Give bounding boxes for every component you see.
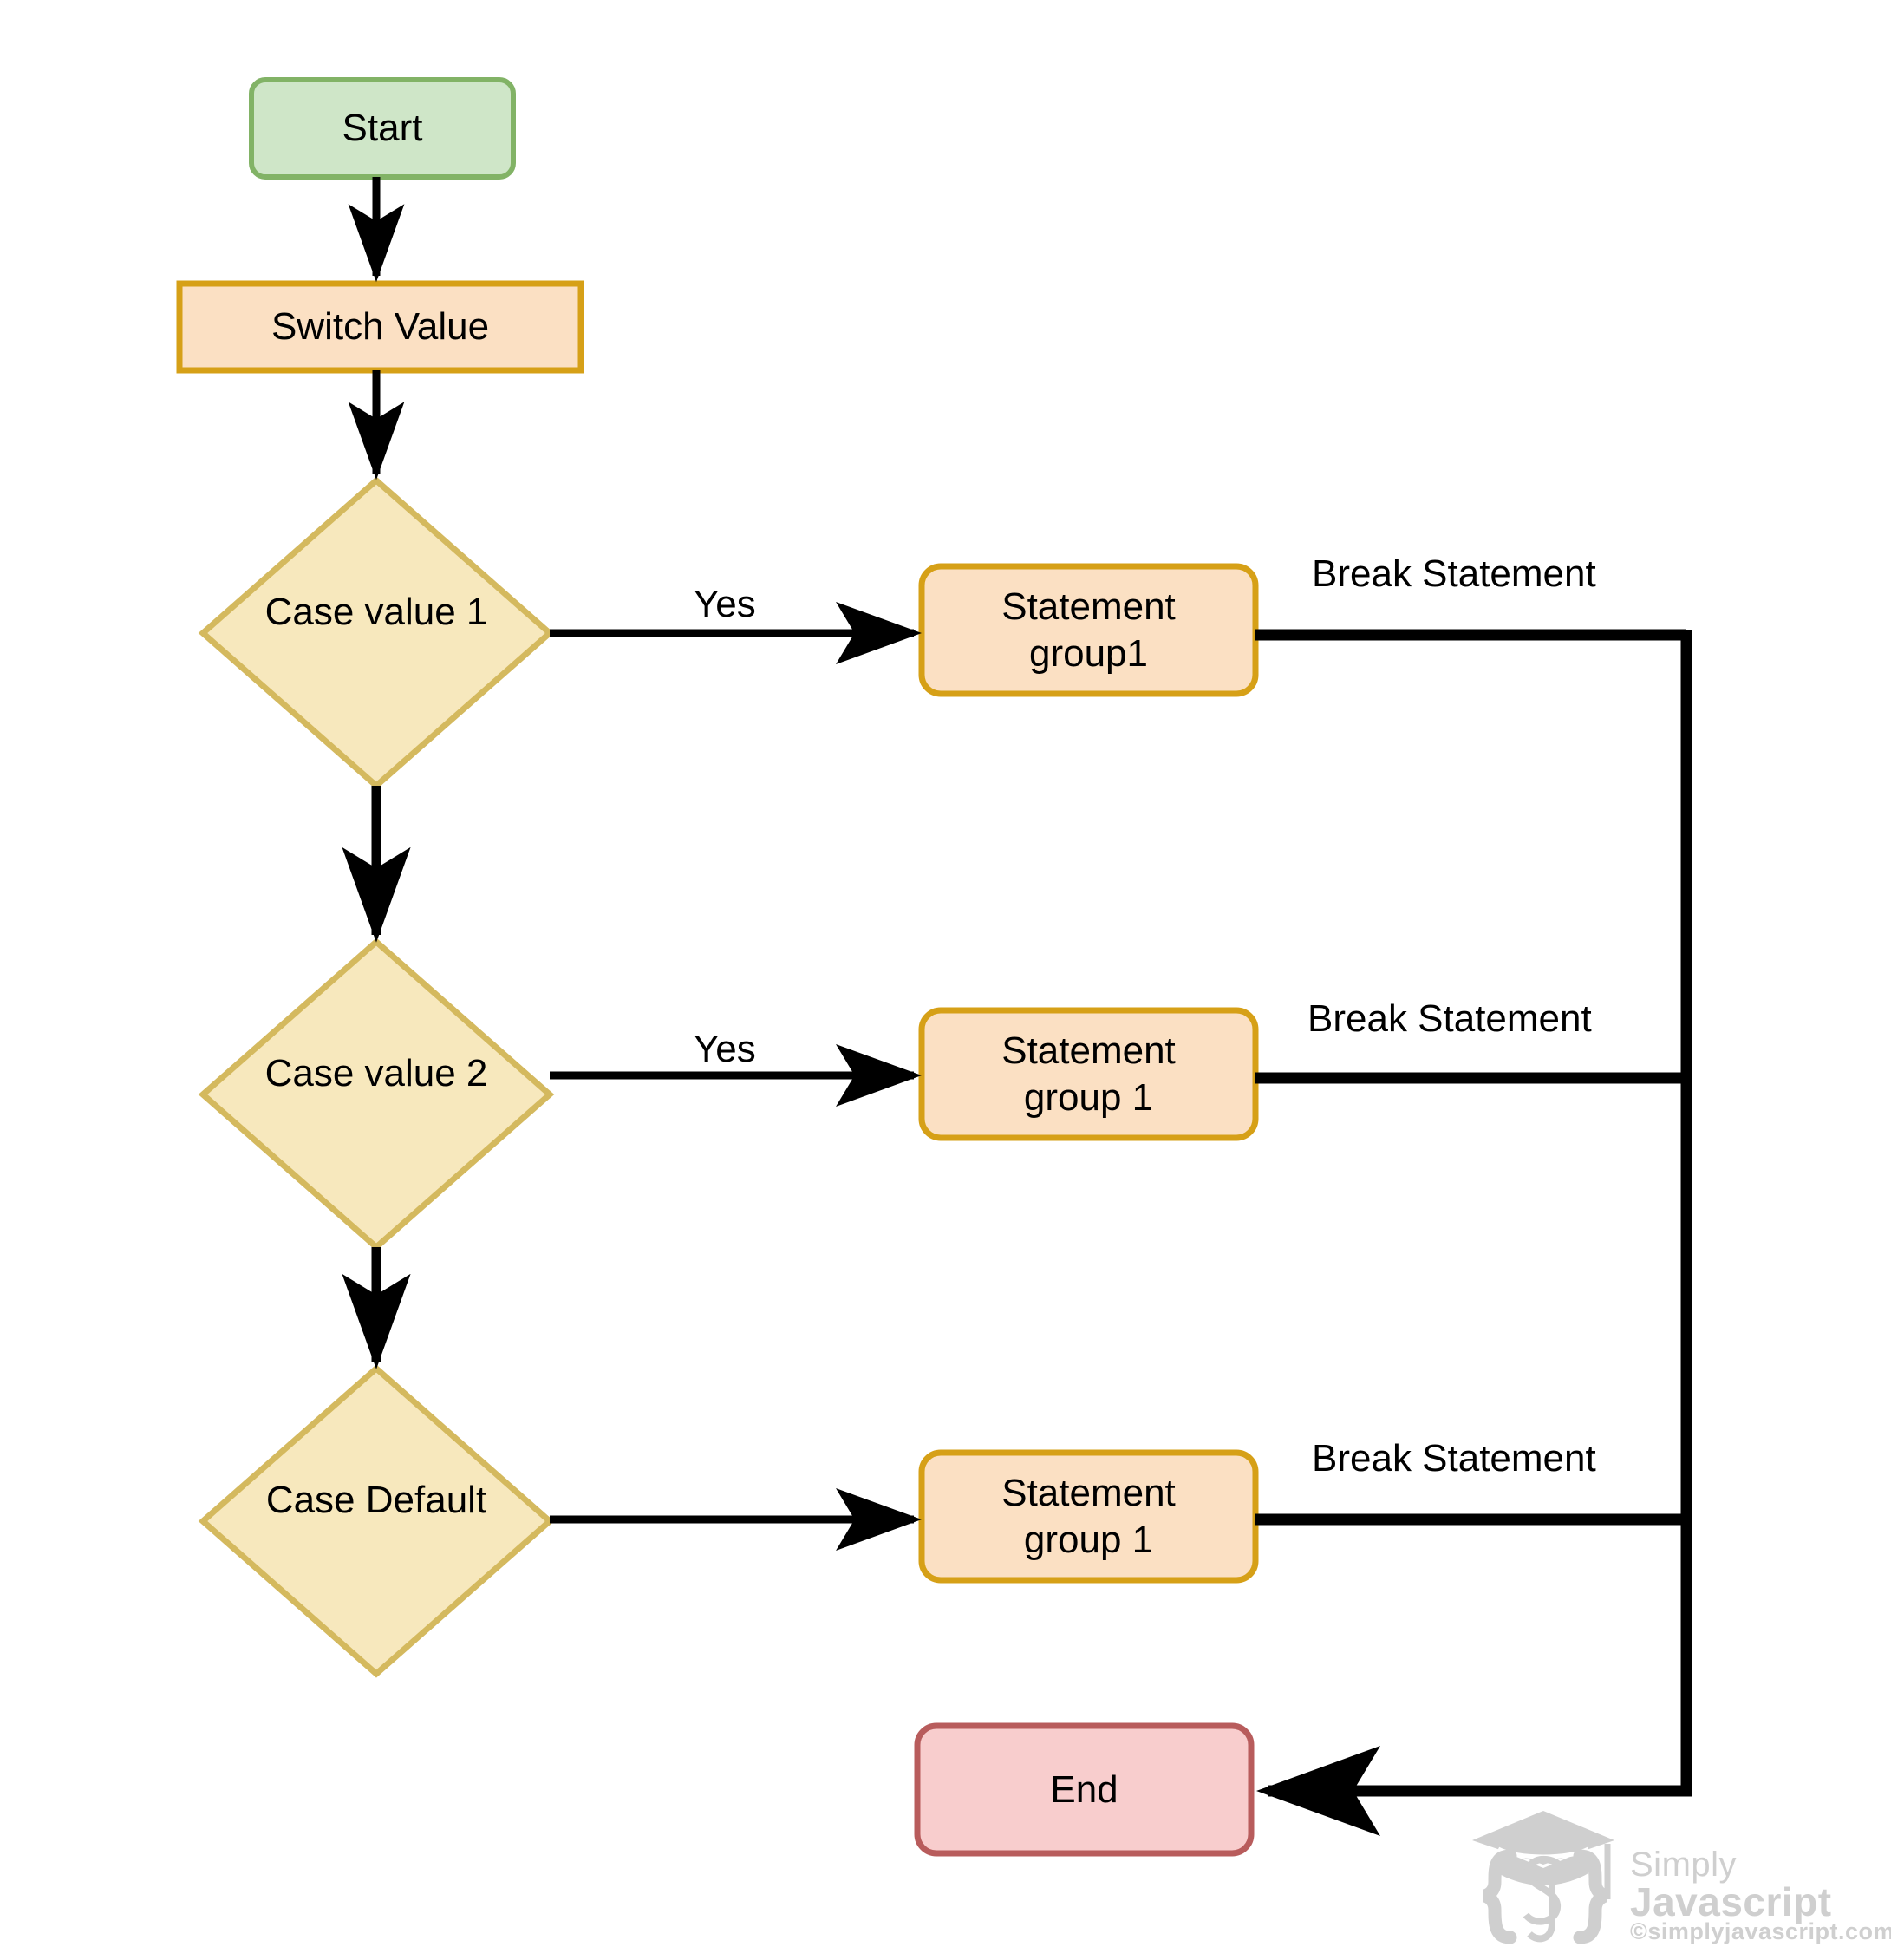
node-case2-shape[interactable] [198, 938, 555, 1251]
node-end-shape[interactable] [914, 1722, 1255, 1857]
edge-label-break-2: Break Statement [1307, 997, 1592, 1040]
node-switch-shape[interactable] [176, 280, 584, 374]
edge-label-yes-case1: Yes [694, 583, 756, 625]
node-case1-shape[interactable] [198, 476, 555, 790]
edge-label-break-1: Break Statement [1312, 552, 1596, 595]
edge-bus-to-end [1256, 630, 1692, 1836]
node-start-shape[interactable] [249, 77, 516, 180]
graduation-cap-logo-icon [1472, 1811, 1614, 1944]
watermark-line-3: ©simplyjavascript.com [1630, 1918, 1891, 1944]
edge-label-break-3: Break Statement [1312, 1437, 1596, 1480]
node-group1-shape[interactable] [918, 563, 1259, 697]
watermark: Simply Javascript ©simplyjavascript.com [1465, 1802, 1891, 1958]
node-default-shape[interactable] [198, 1364, 555, 1678]
watermark-line-2: Javascript [1630, 1879, 1832, 1924]
edge-label-yes-case2: Yes [694, 1028, 756, 1070]
watermark-line-1: Simply [1630, 1846, 1738, 1884]
node-group2-shape[interactable] [918, 1007, 1259, 1141]
node-group3-shape[interactable] [918, 1449, 1259, 1584]
